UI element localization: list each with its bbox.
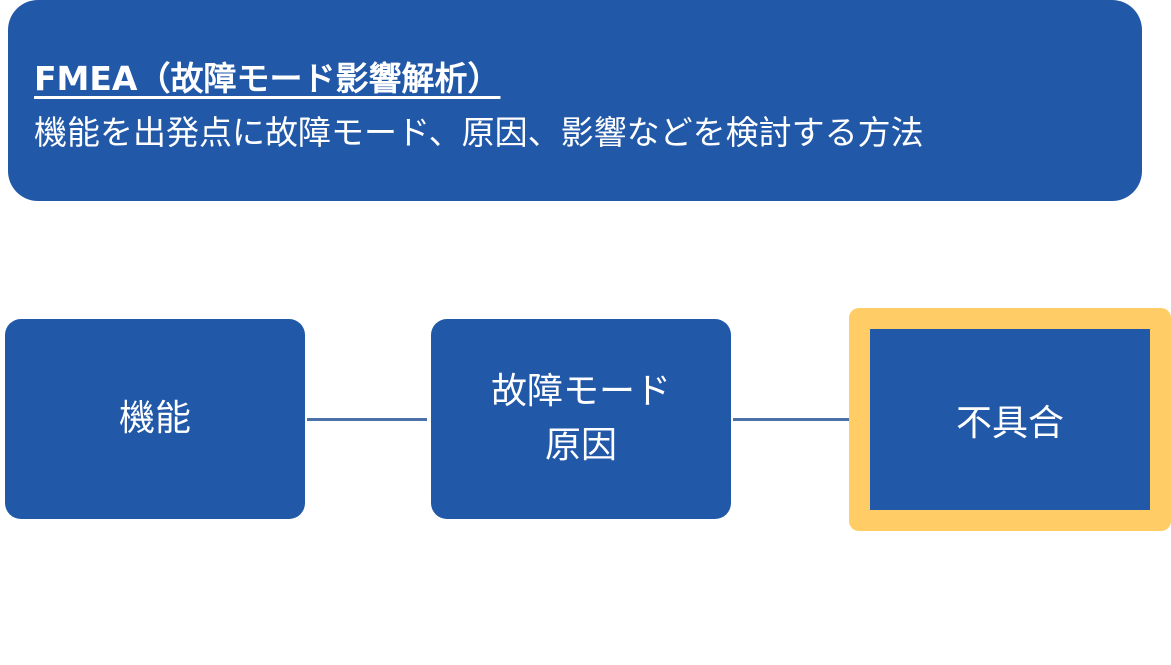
defect-highlight-frame: 不具合 (849, 308, 1171, 531)
connector-line-1 (307, 418, 427, 421)
function-box: 機能 (5, 319, 305, 519)
failure-mode-label: 故障モード (490, 371, 671, 412)
failure-mode-box: 故障モード 原因 (431, 319, 731, 519)
function-label: 機能 (118, 398, 191, 439)
connector-line-2 (733, 418, 849, 421)
defect-box: 不具合 (870, 329, 1150, 510)
subtitle: 機能を出発点に故障モード、原因、影響などを検討する方法 (34, 113, 924, 152)
title: FMEA（故障モード影響解析） (34, 59, 501, 98)
header-box: FMEA（故障モード影響解析） 機能を出発点に故障モード、原因、影響などを検討す… (8, 0, 1142, 201)
defect-label: 不具合 (955, 402, 1064, 444)
cause-label: 原因 (544, 425, 617, 466)
